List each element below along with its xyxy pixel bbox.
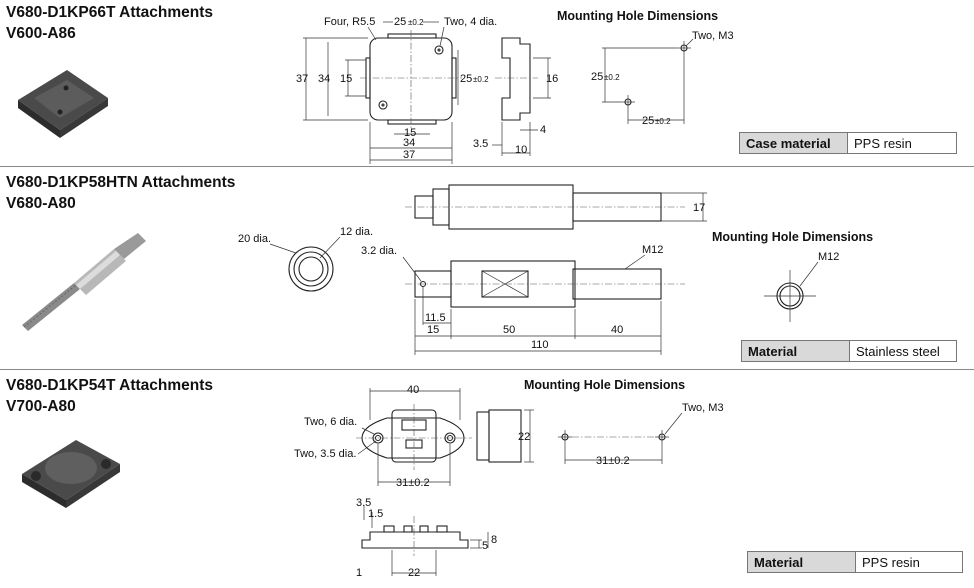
separator [0, 369, 974, 370]
section-v680-d1kp66t: V680-D1KP66T Attachments V600-A86 Four, … [0, 0, 974, 165]
dim-s22: 22 [518, 431, 530, 443]
section-title: V680-D1KP58HTN Attachments [6, 174, 236, 191]
section-v680-d1kp54t: V680-D1KP54T Attachments V700-A80 40 Two… [0, 370, 974, 588]
dim-h15: 15 [340, 73, 352, 85]
dim-d32: 3.2 dia. [361, 245, 397, 257]
mounting-title: Mounting Hole Dimensions [712, 230, 874, 244]
separator [0, 166, 974, 167]
svg-text:±0.2: ±0.2 [604, 73, 620, 82]
product-photo-v680-a80 [22, 233, 146, 331]
spec-table: Material PPS resin [747, 551, 963, 573]
dim-l50: 50 [503, 324, 515, 336]
dim-s16: 16 [546, 73, 558, 85]
section-v680-d1kp58htn: V680-D1KP58HTN Attachments V680-A80 20 d… [0, 167, 974, 367]
section-title: V680-D1KP66T Attachments [6, 4, 214, 21]
dim-b34: 34 [403, 137, 415, 149]
spec-table: Material Stainless steel [741, 340, 957, 362]
dim-two6: Two, 6 dia. [304, 416, 357, 428]
dim-m25h: 25 [642, 115, 654, 127]
mounting-hole-drawing-2: M12 [764, 251, 839, 322]
dim-w25: 25 [394, 16, 406, 28]
spec-value: PPS resin [855, 551, 963, 573]
dim-l115: 11.5 [425, 312, 446, 324]
svg-text:±0.2: ±0.2 [655, 117, 671, 126]
front-view-3 [361, 531, 469, 549]
dim-d20: 20 dia. [238, 233, 271, 245]
dim-f22: 22 [408, 567, 420, 579]
dim-b15: 15 [404, 127, 416, 139]
spec-value: Stainless steel [849, 340, 957, 362]
dim-l15: 15 [427, 324, 439, 336]
dim-h37: 37 [296, 73, 308, 85]
dim-f8: 8 [491, 534, 497, 546]
drawing-v600-a86: Four, R5.5 25 ±0.2 Two, 4 dia. 37 34 15 … [296, 16, 558, 164]
dim-radius: Four, R5.5 [324, 16, 375, 28]
section-title: V680-D1KP54T Attachments [6, 377, 214, 394]
spec-value: PPS resin [847, 132, 957, 154]
spec-key: Case material [739, 132, 848, 154]
dim-two35: Two, 3.5 dia. [294, 448, 356, 460]
dim-f35: 3.5 [356, 497, 371, 509]
spec-key: Material [741, 340, 850, 362]
dim-f1: 1 [356, 567, 362, 579]
dim-h25: 25 [460, 73, 472, 85]
mounting-hole-drawing-3: Two, M3 31±0.2 [558, 402, 724, 467]
dim-h34: 34 [318, 73, 330, 85]
end-view [288, 246, 334, 292]
dim-two-m3: Two, M3 [692, 30, 734, 42]
drawing-shaft: 17 3.2 dia. M12 11.5 15 50 40 110 [361, 184, 707, 355]
product-photo-v700-a80 [22, 440, 120, 508]
dim-m25v: 25 [591, 71, 603, 83]
spec-table: Case material PPS resin [739, 132, 957, 154]
dim-f5: 5 [482, 540, 488, 552]
section-model: V600-A86 [6, 25, 76, 42]
section-model: V700-A80 [6, 398, 76, 415]
dim-m31: 31±0.2 [596, 455, 630, 467]
dim-l110: 110 [531, 339, 549, 351]
dim-w40: 40 [407, 384, 419, 396]
mounting-title: Mounting Hole Dimensions [557, 9, 719, 23]
dim-d12: 12 dia. [340, 226, 373, 238]
dim-mm12: M12 [818, 251, 839, 263]
drawing-v700-a80: 40 Two, 6 dia. Two, 3.5 dia. 31±0.2 22 3… [294, 384, 534, 579]
drawing-end-view: 20 dia. 12 dia. [238, 226, 373, 292]
svg-text:±0.2: ±0.2 [408, 18, 424, 27]
dim-s35: 3.5 [473, 138, 488, 150]
dim-b37: 37 [403, 149, 415, 161]
dim-h17: 17 [693, 202, 705, 214]
spec-key: Material [747, 551, 856, 573]
dim-two-m3-3: Two, M3 [682, 402, 724, 414]
side-view [501, 37, 531, 121]
base-plate [361, 417, 465, 459]
side-view-3 [476, 411, 490, 461]
dim-f15: 1.5 [368, 508, 383, 520]
dim-p31: 31±0.2 [396, 477, 430, 489]
svg-text:±0.2: ±0.2 [473, 75, 489, 84]
dim-holes: Two, 4 dia. [444, 16, 497, 28]
dim-s10: 10 [515, 144, 527, 156]
dim-s4: 4 [540, 124, 546, 136]
dim-l40: 40 [611, 324, 623, 336]
section-model: V680-A80 [6, 195, 76, 212]
mounting-hole-drawing-1: Two, M3 25 ±0.2 25 ±0.2 [591, 30, 734, 127]
dim-m12: M12 [642, 244, 663, 256]
product-photo-v600-a86 [18, 70, 108, 138]
mounting-title: Mounting Hole Dimensions [524, 378, 686, 392]
